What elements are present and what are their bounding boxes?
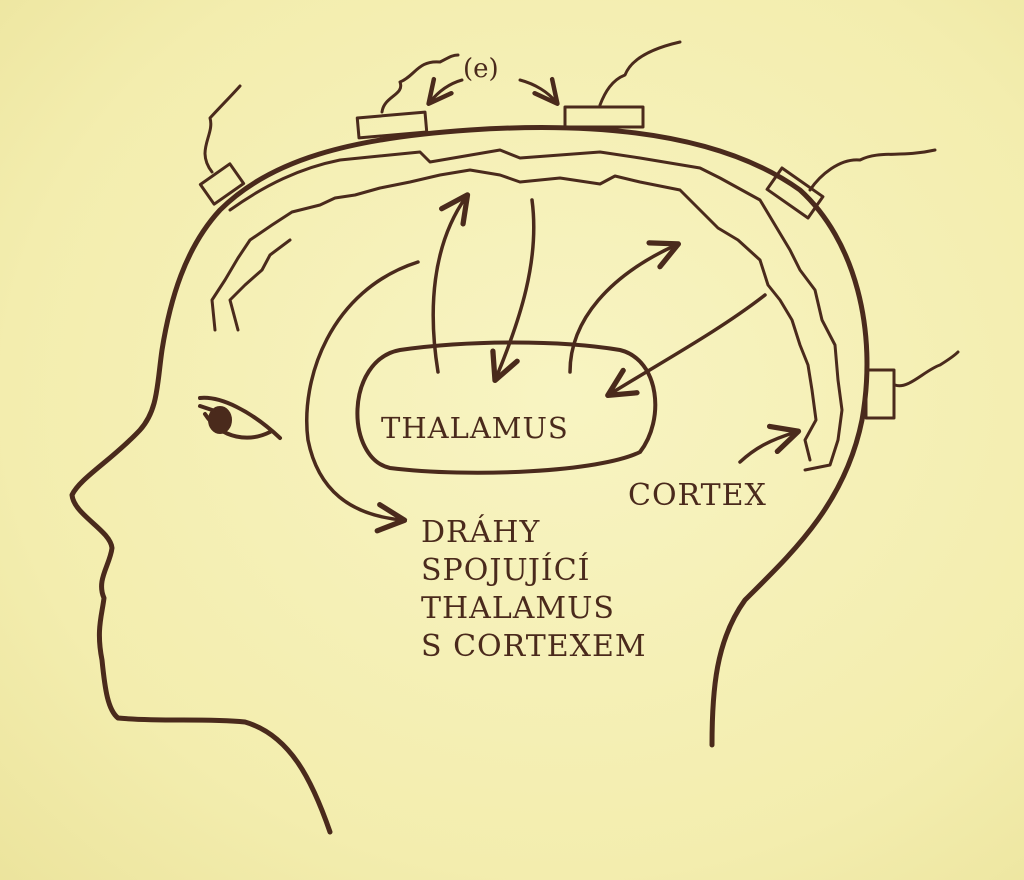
electrodes bbox=[200, 107, 894, 418]
electrode-arrow-left bbox=[430, 80, 462, 102]
pathways-label: DRÁHY SPOJUJÍCÍ THALAMUS S CORTEXEM bbox=[421, 514, 647, 666]
electrode-arrow-right bbox=[520, 80, 556, 102]
pathways-line: DRÁHY bbox=[421, 514, 647, 552]
electrode-wires bbox=[205, 42, 958, 386]
eye-icon bbox=[200, 398, 280, 438]
pathways-line: THALAMUS bbox=[421, 590, 647, 628]
pathways-line: SPOJUJÍCÍ bbox=[421, 552, 647, 590]
electrode-label: (e) bbox=[463, 56, 499, 82]
thalamus-shape bbox=[357, 343, 655, 473]
cortex-fold-left bbox=[230, 240, 290, 330]
cortex-label: CORTEX bbox=[628, 481, 767, 511]
pathways-line: S CORTEXEM bbox=[421, 628, 647, 666]
thalamus-label: THALAMUS bbox=[381, 414, 569, 443]
